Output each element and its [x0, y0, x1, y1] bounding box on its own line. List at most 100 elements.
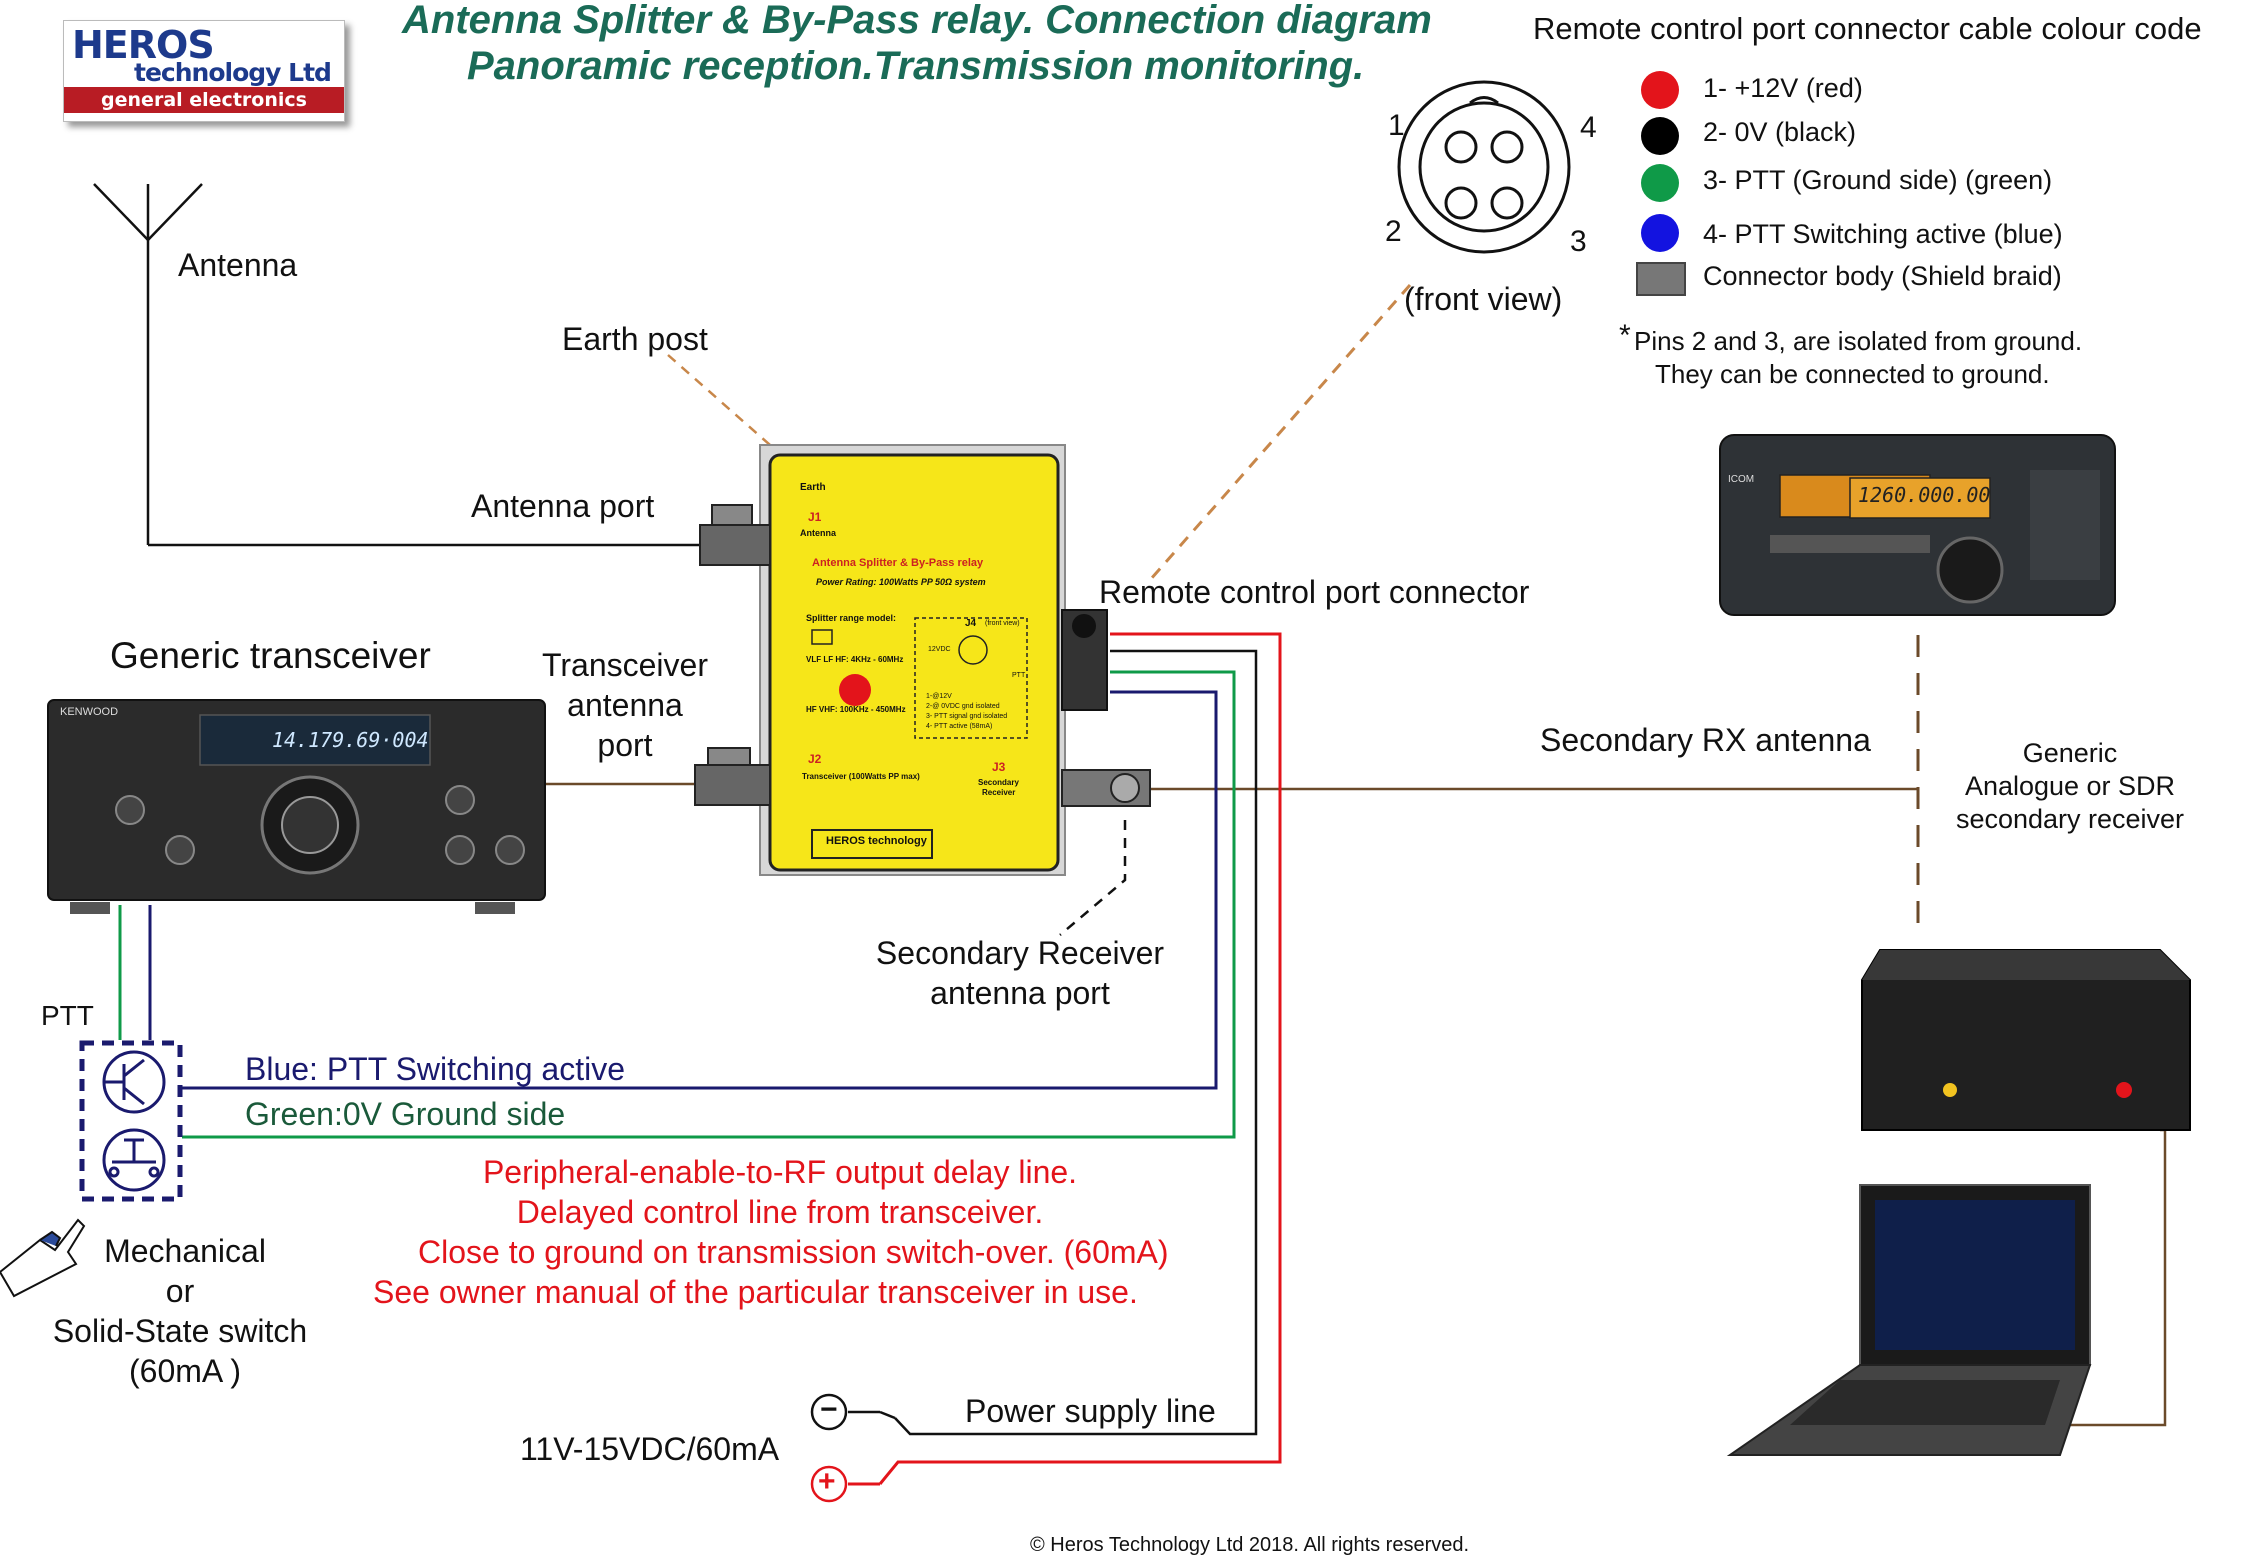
- power-supply-label: Power supply line: [965, 1393, 1216, 1429]
- wire-green: [182, 670, 1236, 1139]
- secondary-receiver-label-3: secondary receiver: [1955, 804, 2185, 834]
- hand-pointer-icon: [0, 1218, 86, 1298]
- legend-item-1: 1- +12V (red): [1703, 73, 1863, 103]
- remote-port-label: Remote control port connector: [1099, 574, 1530, 610]
- box-j3-sub1: Secondary: [978, 778, 1019, 787]
- title-line1: Antenna Splitter & By-Pass relay. Connec…: [402, 0, 1432, 42]
- wire-blue: [182, 690, 1218, 1090]
- green-line-label: Green:0V Ground side: [245, 1096, 566, 1132]
- kenwood-brand: KENWOOD: [60, 706, 119, 718]
- switch-label-4: (60mA ): [128, 1353, 242, 1389]
- antenna-port-label: Antenna port: [471, 488, 655, 524]
- icom-brand: ICOM: [1728, 474, 1755, 485]
- legend-note-line1: Pins 2 and 3, are isolated from ground.: [1634, 326, 2083, 356]
- sdr-receiver-device: [1861, 949, 2191, 1131]
- minus-terminal: [810, 1393, 848, 1431]
- transceiver-port-label-3: port: [597, 727, 653, 763]
- voltage-label: 11V-15VDC/60mA: [520, 1431, 780, 1467]
- legend-square-body: [1636, 262, 1686, 296]
- box-j3-sub2: Receiver: [982, 788, 1016, 797]
- legend-dot-green: [1641, 164, 1679, 202]
- legend-item-3: 3- PTT (Ground side) (green): [1703, 165, 2053, 195]
- antenna-symbol: [93, 183, 203, 545]
- box-pins-4: 4- PTT active (58mA): [926, 723, 993, 730]
- box-name: Antenna Splitter & By-Pass relay: [812, 557, 984, 569]
- legend-note-star: *: [1619, 319, 1631, 352]
- minus-lead-2: [879, 1410, 896, 1420]
- secondary-port-pointer: [1059, 820, 1127, 936]
- copyright: © Heros Technology Ltd 2018. All rights …: [1030, 1534, 1470, 1556]
- secondary-receiver-label-2: Analogue or SDR: [1964, 771, 2176, 801]
- secondary-port-label-1: Secondary Receiver: [875, 935, 1165, 971]
- pin-3-label: 3: [1570, 225, 1587, 258]
- wire-red: [878, 632, 1282, 1485]
- generic-transceiver-label: Generic transceiver: [110, 635, 431, 676]
- legend-item-5: Connector body (Shield braid): [1703, 261, 2062, 291]
- box-j2: J2: [808, 752, 822, 766]
- box-12v: 12VDC: [928, 646, 951, 653]
- box-brand: HEROS technology: [826, 835, 927, 847]
- earth-post-pointer: [667, 354, 771, 446]
- icom-receiver-device: [1719, 434, 2116, 616]
- legend-heading: Remote control port connector cable colo…: [1533, 11, 2202, 46]
- secondary-port-label-2: antenna port: [930, 975, 1110, 1011]
- connector-caption: (front view): [1404, 281, 1563, 317]
- transceiver-port-label-2: antenna: [567, 687, 683, 723]
- box-j1-sub: Antenna: [800, 528, 836, 538]
- ptt-label: PTT: [41, 1000, 94, 1031]
- wire-black: [894, 649, 1258, 1436]
- box-range-model: Splitter range model:: [806, 613, 897, 623]
- box-j1: J1: [808, 510, 822, 524]
- logo-line1: HEROS: [72, 23, 215, 67]
- laptop-device: [1726, 1184, 2092, 1456]
- legend-dot-red: [1641, 71, 1679, 109]
- connector-front-view: [1397, 80, 1571, 254]
- pin-2-label: 2: [1385, 215, 1402, 248]
- box-range-2: HF VHF: 100KHz - 450MHz: [806, 705, 906, 714]
- remote-connector-pointer: [1148, 284, 1412, 581]
- switch-label-2: or: [165, 1273, 195, 1309]
- blue-line-label: Blue: PTT Switching active: [245, 1051, 626, 1087]
- logo-line2: technology Ltd: [134, 58, 332, 87]
- push-button-icon: [102, 1128, 166, 1192]
- secondary-receiver-label-1: Generic: [2022, 738, 2118, 768]
- box-range-1: VLF LF HF: 4KHz - 60MHz: [806, 655, 904, 664]
- box-j4: J4: [965, 618, 977, 629]
- title-line2: Panoramic reception.Transmission monitor…: [467, 44, 1365, 88]
- transceiver-port-label-1: Transceiver: [542, 647, 708, 683]
- kenwood-freq: 14.179.69·004: [272, 728, 429, 752]
- switch-label-3: Solid-State switch: [52, 1313, 308, 1349]
- splitter-box: [694, 444, 1151, 876]
- plus-terminal: [810, 1465, 848, 1503]
- logo-line3: general electronics: [64, 87, 344, 113]
- antenna-label: Antenna: [178, 247, 298, 283]
- transistor-icon: [102, 1050, 166, 1114]
- box-j2-sub: Transceiver (100Watts PP max): [802, 772, 920, 781]
- icom-freq: 1260.000.00: [1858, 483, 1991, 507]
- secondary-rx-label: Secondary RX antenna: [1540, 722, 1871, 758]
- pin-4-label: 4: [1580, 111, 1597, 144]
- box-rating: Power Rating: 100Watts PP 50Ω system: [816, 577, 986, 587]
- box-j3: J3: [992, 760, 1006, 774]
- switch-box: [79, 1040, 183, 1202]
- legend-note-line2: They can be connected to ground.: [1655, 359, 2050, 389]
- red-note-line4: See owner manual of the particular trans…: [373, 1274, 1138, 1310]
- box-ptt: PTT: [1012, 672, 1026, 679]
- legend-dot-blue: [1641, 214, 1679, 252]
- switch-label-1: Mechanical: [104, 1233, 266, 1269]
- red-note-line3: Close to ground on transmission switch-o…: [418, 1234, 1169, 1270]
- red-note-line1: Peripheral-enable-to-RF output delay lin…: [482, 1154, 1078, 1190]
- minus-symbol: −: [820, 1393, 838, 1426]
- red-note-line2: Delayed control line from transceiver.: [516, 1194, 1044, 1230]
- pin-1-label: 1: [1388, 109, 1405, 142]
- earth-post-label: Earth post: [562, 321, 708, 357]
- generic-transceiver-device: [47, 699, 546, 914]
- legend-item-4: 4- PTT Switching active (blue): [1703, 219, 2063, 249]
- box-earth: Earth: [800, 482, 826, 493]
- box-pins-3: 3- PTT signal gnd isolated: [926, 713, 1008, 720]
- box-j4-sub: (front view): [985, 620, 1020, 627]
- heros-logo: HEROS technology Ltd general electronics: [63, 20, 345, 122]
- plus-symbol: +: [818, 1465, 836, 1498]
